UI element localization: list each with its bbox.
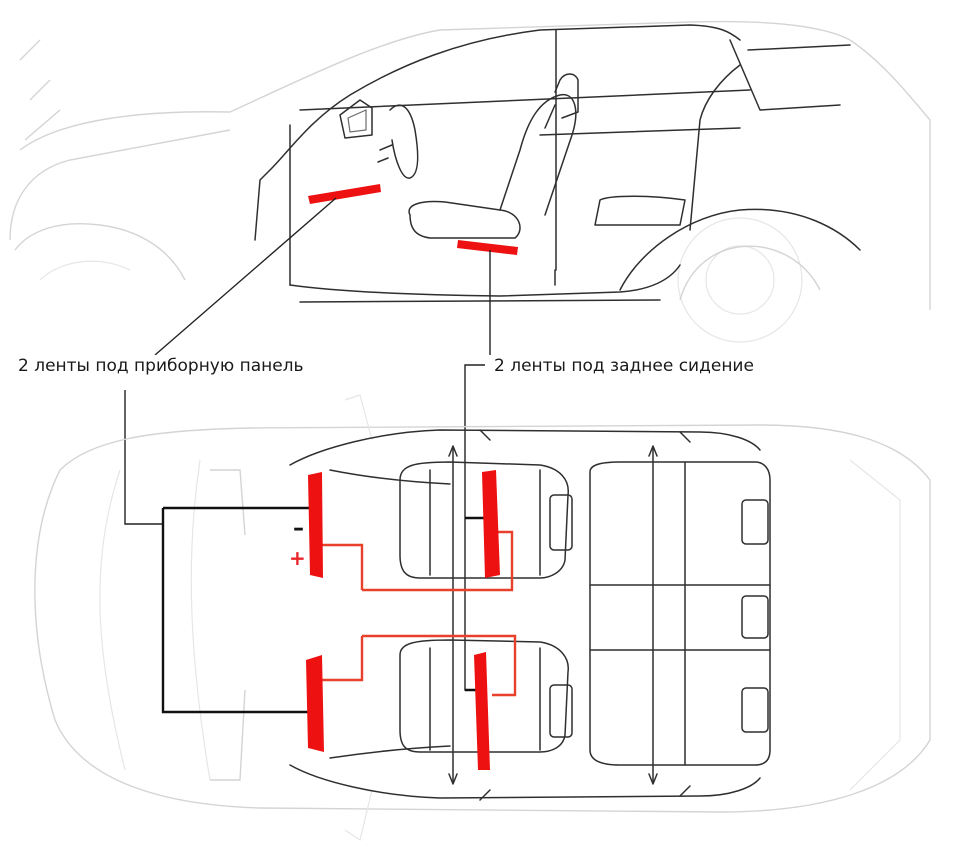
rear-seat-strip-right [474, 652, 490, 770]
dashboard-strip-side [308, 184, 381, 204]
negative-sign: – [293, 516, 304, 541]
car-top-view [34, 394, 931, 841]
wiring [161, 506, 517, 714]
rear-seat-strip-side [457, 240, 518, 255]
dashboard-strips-label: 2 ленты под приборную панель [14, 355, 308, 377]
rear-seat-strip-left [482, 470, 500, 578]
positive-wire-bus-top [362, 530, 514, 592]
dashboard-strip-left [308, 472, 323, 578]
positive-wire-front-top [322, 543, 364, 590]
dashboard-strip-right [306, 655, 324, 752]
led-strips-top [306, 470, 500, 770]
car-side-view [9, 20, 931, 343]
positive-wire-front-bottom [322, 636, 364, 682]
negative-wire-trunk [161, 508, 310, 714]
positive-sign: + [289, 546, 306, 570]
positive-wire-bus-bottom [362, 634, 517, 697]
rear-seat-strips-label: 2 ленты под заднее сидение [490, 355, 758, 377]
